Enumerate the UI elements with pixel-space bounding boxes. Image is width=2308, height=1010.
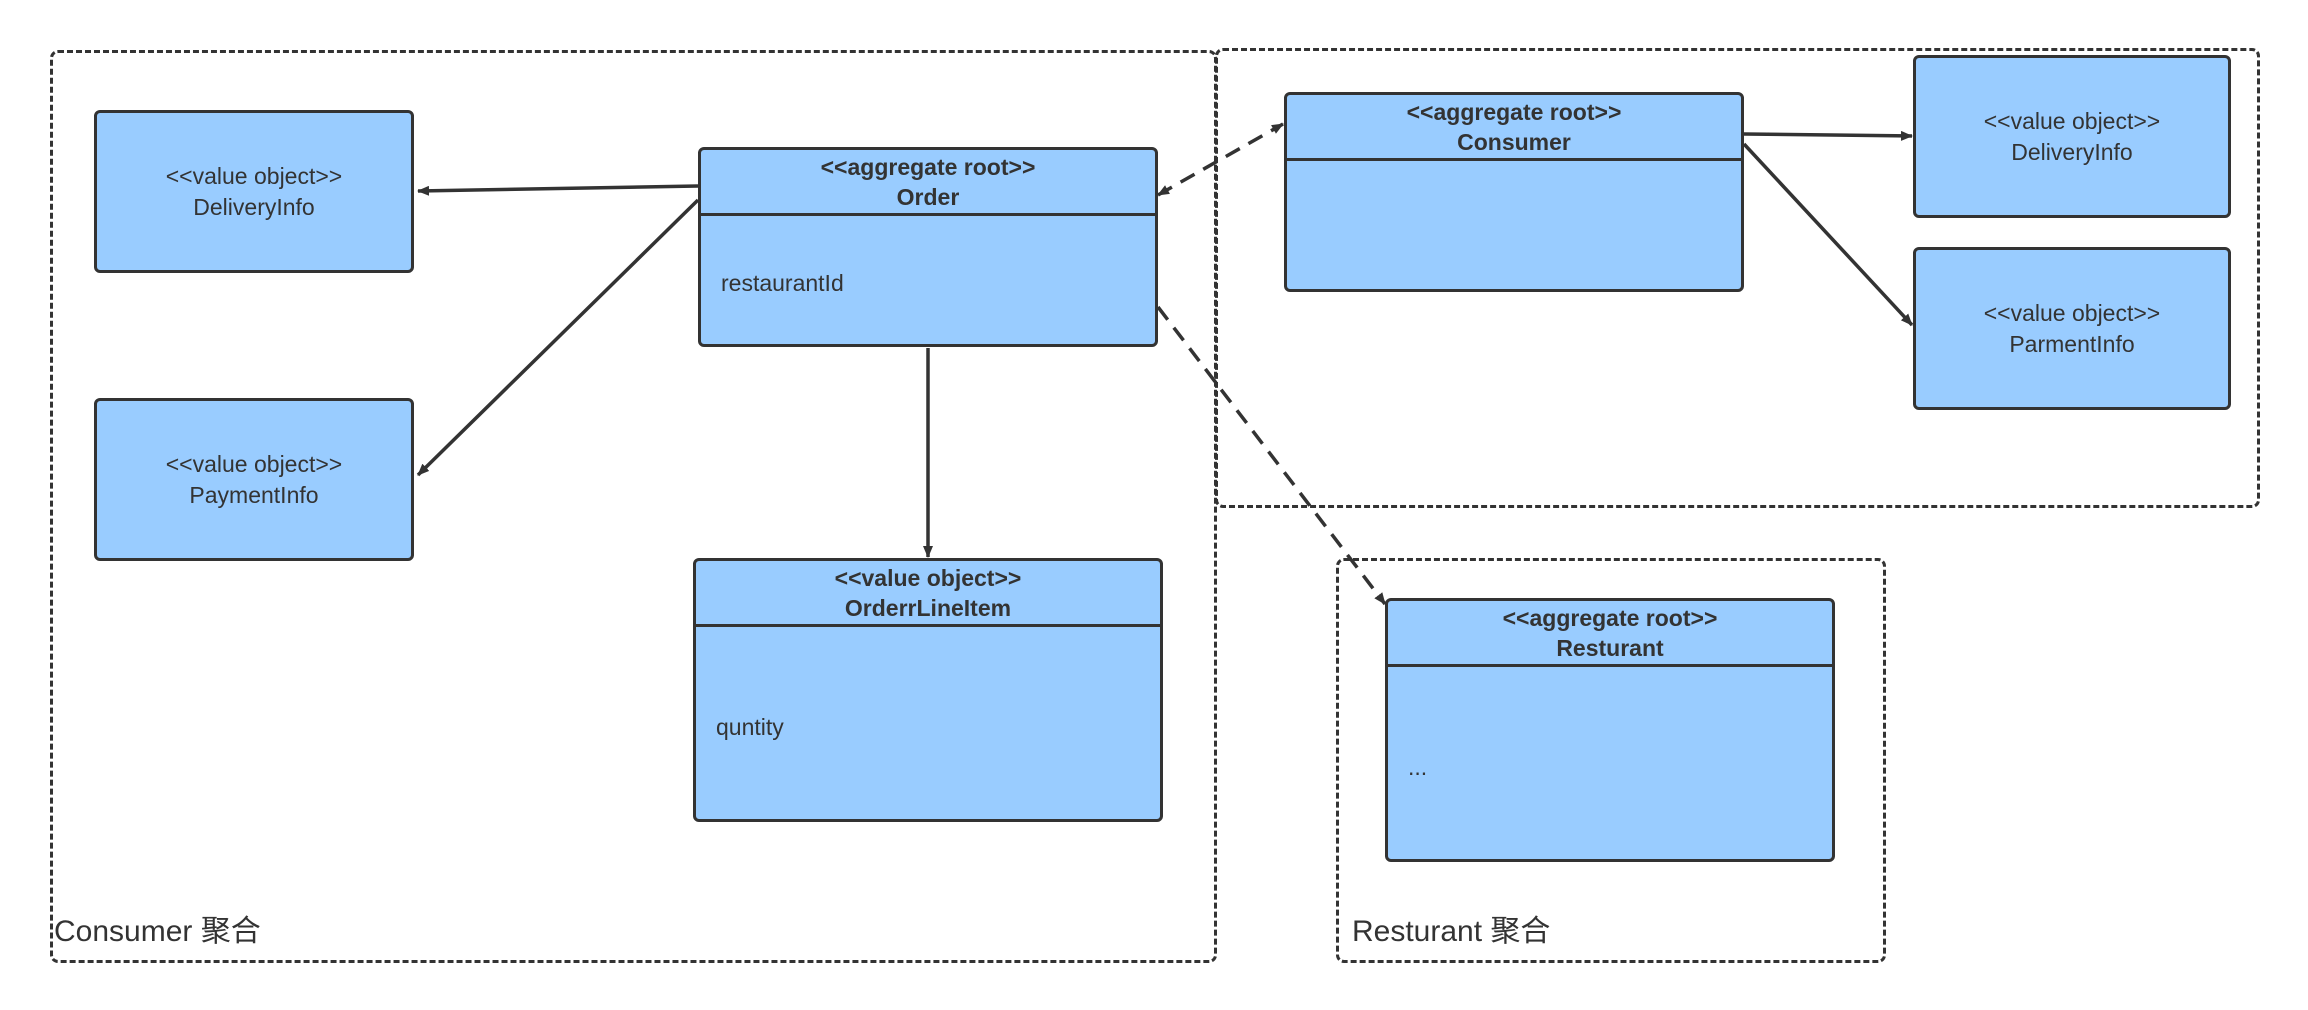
consumer-payment-info-name: ParmentInfo [2009,330,2135,357]
order-payment-info-name: PaymentInfo [189,481,319,508]
consumer-class-box[interactable]: <<aggregate root>> Consumer [1284,92,1744,292]
consumer-delivery-info-stereotype: <<value object>> [1983,107,2161,134]
order-class-header: <<aggregate root>> Order [701,150,1155,216]
restaurant-aggregate-label: Resturant 聚合 [1352,915,1551,948]
consumer-root-region-frame [1215,48,2260,508]
order-stereotype: <<aggregate root>> [820,153,1036,180]
order-class-box[interactable]: <<aggregate root>> Order restaurantId [698,147,1158,347]
edge-order-consumer-bidirectional [1157,122,1284,197]
restaurant-class-box[interactable]: <<aggregate root>> Resturant ... [1385,598,1835,862]
order-attribute: restaurantId [721,270,844,296]
edge-order-to-delivery-info [417,184,699,196]
edge-order-to-payment-info [416,198,700,477]
consumer-class-header: <<aggregate root>> Consumer [1287,95,1741,161]
order-name: Order [896,183,960,210]
edge-consumer-to-delivery-info [1743,130,1913,141]
restaurant-class-header: <<aggregate root>> Resturant [1388,601,1832,667]
consumer-aggregate-label: Consumer 聚合 [54,915,261,948]
order-line-item-attribute: quntity [716,714,784,740]
consumer-payment-info-box[interactable]: <<value object>> ParmentInfo [1913,247,2231,410]
consumer-payment-info-stereotype: <<value object>> [1983,299,2161,326]
edge-order-to-restaurant [1156,305,1387,606]
order-line-item-name: OrderrLineItem [844,594,1012,621]
restaurant-stereotype: <<aggregate root>> [1502,604,1718,631]
consumer-aggregate-frame [50,50,1217,963]
order-line-item-stereotype: <<value object>> [834,564,1022,591]
restaurant-attribute: ... [1408,754,1428,780]
edge-consumer-to-payment-info [1742,142,1914,327]
order-line-item-class-box[interactable]: <<value object>> OrderrLineItem quntity [693,558,1163,822]
order-line-item-header: <<value object>> OrderrLineItem [696,561,1160,627]
order-payment-info-box[interactable]: <<value object>> PaymentInfo [94,398,414,561]
order-payment-info-stereotype: <<value object>> [165,450,343,477]
restaurant-aggregate-frame [1336,558,1886,963]
order-delivery-info-box[interactable]: <<value object>> DeliveryInfo [94,110,414,273]
consumer-delivery-info-name: DeliveryInfo [2011,138,2133,165]
restaurant-name: Resturant [1556,634,1664,661]
consumer-stereotype: <<aggregate root>> [1406,98,1622,125]
consumer-name: Consumer [1457,128,1571,155]
order-delivery-info-stereotype: <<value object>> [165,162,343,189]
consumer-delivery-info-box[interactable]: <<value object>> DeliveryInfo [1913,55,2231,218]
order-delivery-info-name: DeliveryInfo [193,193,315,220]
